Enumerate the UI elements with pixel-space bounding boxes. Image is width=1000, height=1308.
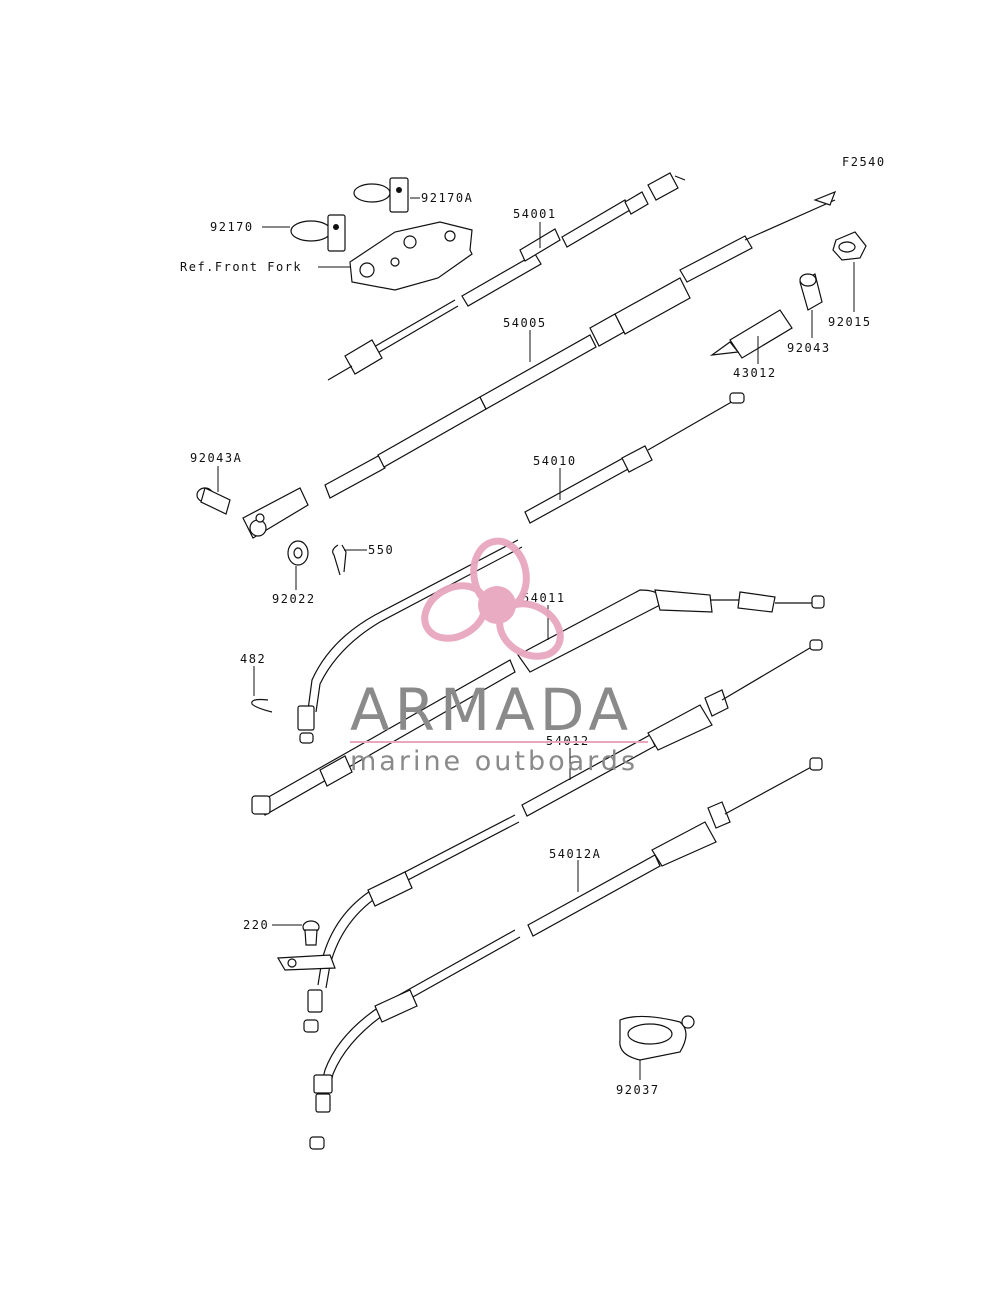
label-ref-front-fork: Ref.Front Fork	[180, 260, 302, 274]
label-92037: 92037	[616, 1083, 660, 1097]
screw-220	[276, 920, 336, 971]
cable-54012	[251, 639, 823, 817]
cotter-pin-550	[332, 544, 347, 576]
label-92170: 92170	[210, 220, 254, 234]
washer-92022	[287, 540, 309, 566]
label-54010: 54010	[533, 454, 577, 468]
washer-92170	[290, 214, 346, 252]
label-92043A: 92043A	[190, 451, 242, 465]
label-92022: 92022	[272, 592, 316, 606]
clip-482	[251, 698, 273, 713]
label-43012: 43012	[733, 366, 777, 380]
label-92170A: 92170A	[421, 191, 473, 205]
pin-92043A	[196, 487, 231, 515]
label-482: 482	[240, 652, 266, 666]
boot-43012	[709, 309, 793, 359]
label-92043: 92043	[787, 341, 831, 355]
label-54001: 54001	[513, 207, 557, 221]
watermark-brand: ARMADA	[350, 676, 633, 744]
label-54012A: 54012A	[549, 847, 601, 861]
figure-code: F2540	[842, 155, 886, 169]
collar-92043	[799, 273, 823, 311]
label-220: 220	[243, 918, 269, 932]
fork-bracket	[349, 221, 473, 291]
grommet-92037	[619, 1015, 695, 1061]
washer-92170A	[353, 177, 409, 213]
cable-54010	[524, 392, 745, 524]
cable-54005	[242, 190, 837, 539]
cable-54012A	[303, 757, 823, 1150]
nut-92015	[832, 231, 867, 261]
label-550: 550	[368, 543, 394, 557]
label-54005: 54005	[503, 316, 547, 330]
armada-logo	[421, 537, 564, 660]
watermark-tagline: marine outboards	[350, 746, 638, 777]
label-92015: 92015	[828, 315, 872, 329]
cable-54001	[327, 172, 686, 381]
